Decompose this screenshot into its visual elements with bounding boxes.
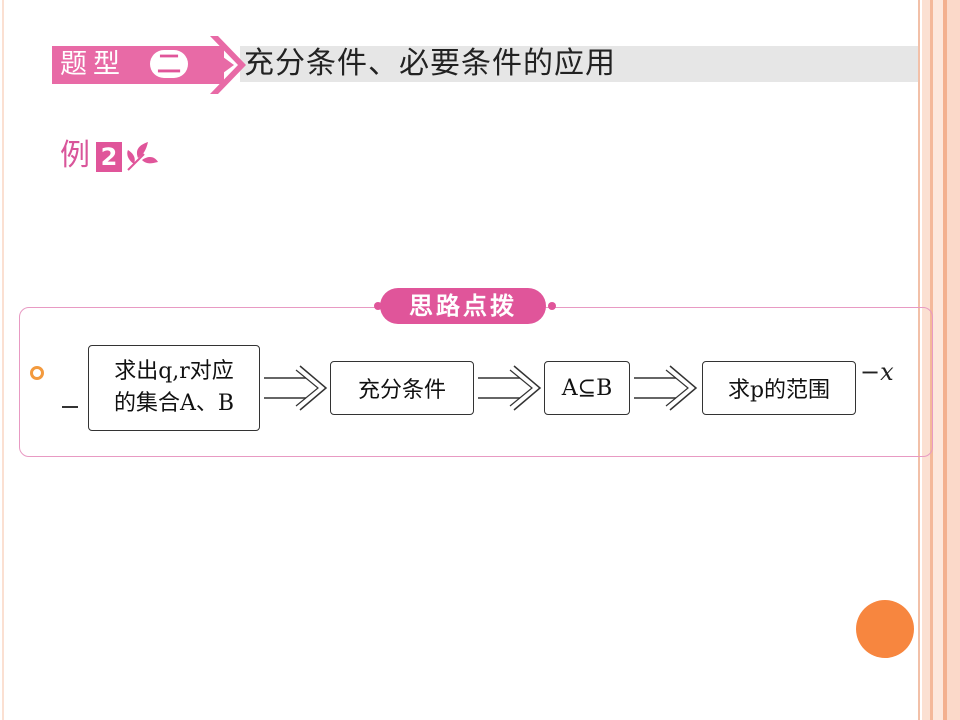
thinking-badge: 思路点拨 [380, 288, 546, 324]
header-title-band [240, 46, 918, 82]
bullet-icon [30, 366, 44, 380]
question-type-number: 二 [150, 50, 188, 78]
badge-dot [374, 302, 382, 310]
left-border-line [2, 0, 4, 720]
step-2-text: 充分条件 [357, 378, 446, 403]
right-border-stripe [943, 0, 947, 720]
step-3-text: A⊆B [561, 375, 613, 401]
right-border-stripe [947, 0, 960, 720]
header-type-band [52, 46, 224, 84]
step-box-4: 求p的范围 [702, 361, 856, 415]
right-border-stripe [918, 0, 920, 720]
step-box-1: 求出q,r对应 的集合A、B [88, 345, 260, 431]
double-arrow-icon [478, 365, 542, 411]
step-box-3: A⊆B [544, 361, 630, 415]
question-type-label: 题型 [60, 49, 126, 80]
double-arrow-icon [264, 365, 328, 411]
step-1-line-1: 求出q,r对应 [114, 359, 234, 384]
leading-dash [62, 406, 78, 408]
step-1-line-2: 的集合A、B [113, 391, 235, 416]
right-border-stripe [922, 0, 930, 720]
trailing-text: −x [860, 358, 894, 386]
double-arrow-icon [634, 365, 698, 411]
right-border-stripe [930, 0, 933, 720]
header-chevron-icon [198, 36, 246, 94]
page-title: 充分条件、必要条件的应用 [244, 46, 616, 81]
example-number: 2 [96, 142, 122, 172]
badge-dot [548, 302, 556, 310]
step-4-text: 求p的范围 [727, 378, 831, 403]
leaf-icon [127, 142, 158, 171]
example-label: 例 [60, 138, 90, 173]
corner-decoration-dot [856, 600, 914, 658]
right-border-stripe [933, 0, 943, 720]
step-box-2: 充分条件 [330, 361, 474, 415]
